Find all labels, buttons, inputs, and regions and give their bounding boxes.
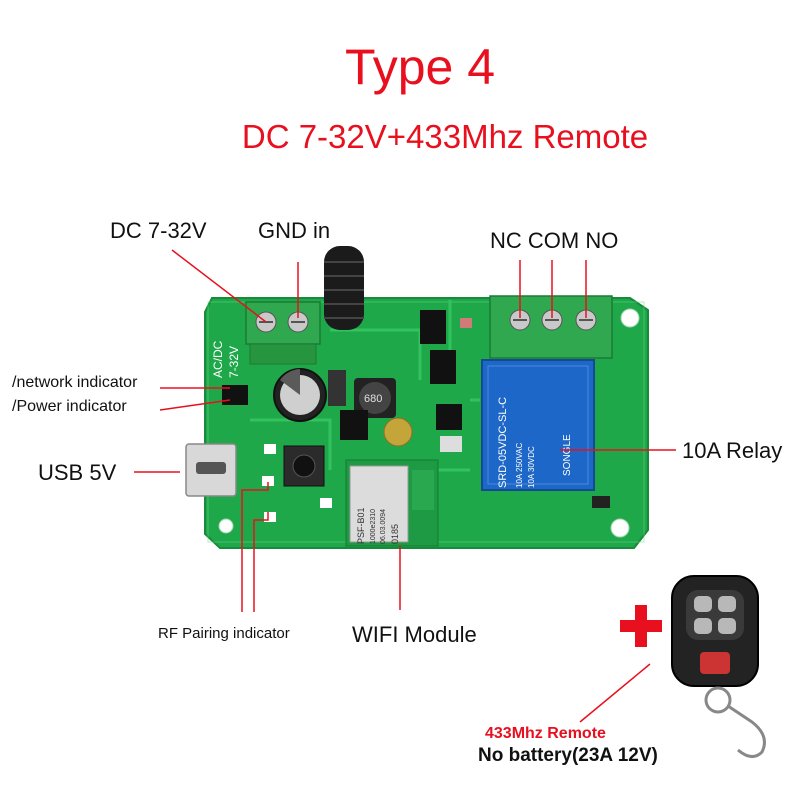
power-terminal-block: [245, 301, 321, 365]
label-relay-terminals: NC COM NO: [490, 228, 619, 253]
relay-rating-1-print: 10A 250VAC: [515, 443, 524, 488]
module-print-4: 0185: [390, 524, 400, 544]
module-print-3: 06.03.0094: [380, 509, 387, 544]
antenna-coil: [324, 246, 364, 330]
label-wifi-module: WIFI Module: [352, 622, 477, 647]
chips: [222, 310, 610, 522]
label-usb: USB 5V: [38, 460, 117, 485]
label-network-indicator: /network indicator: [12, 374, 138, 391]
module-print-2: 1000e2310: [370, 509, 377, 544]
pointer-lines: [134, 249, 676, 723]
inductor: [354, 378, 396, 418]
relay-terminal-block: [489, 295, 613, 359]
label-remote-name: 433Mhz Remote: [485, 725, 606, 742]
wifi-module: [345, 459, 439, 547]
label-gnd-input: GND in: [258, 218, 331, 243]
label-power-indicator: /Power indicator: [12, 398, 127, 415]
relay-brand-print: SONGLE: [562, 434, 573, 476]
page-subtitle: DC 7-32V+433Mhz Remote: [241, 118, 649, 155]
label-dc-input: DC 7-32V: [110, 218, 207, 243]
remote-control-icon: [671, 575, 766, 758]
relay: [481, 359, 595, 491]
board-print-voltage: 7-32V: [227, 346, 241, 378]
relay-rating-2-print: 10A 30VDC: [527, 446, 536, 488]
electrolytic-capacitor: [273, 368, 327, 422]
page-title: Type 4: [344, 39, 496, 95]
label-relay: 10A Relay: [682, 438, 783, 463]
label-battery-note: No battery(23A 12V): [478, 745, 658, 766]
label-rf-pairing: RF Pairing indicator: [158, 625, 290, 642]
plus-icon: [620, 605, 662, 647]
board-print-supply: AC/DC: [211, 340, 225, 378]
relay-model-print: SRD-05VDC-SL-C: [497, 397, 509, 488]
usb-port: [185, 443, 237, 497]
inductor-print: 680: [364, 393, 382, 405]
pairing-button: [283, 445, 325, 487]
module-print-1: PSF-B01: [356, 507, 366, 544]
